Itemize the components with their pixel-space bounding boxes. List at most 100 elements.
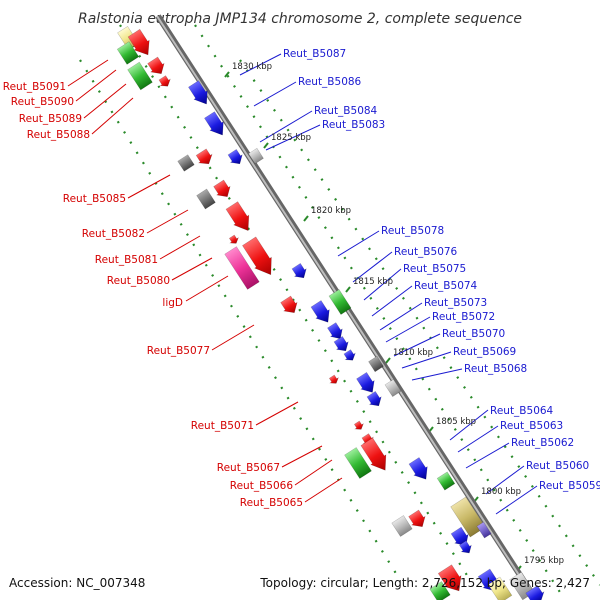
gene-label-reut-b5059[interactable]: Reut_B5059	[539, 480, 600, 492]
dotted-guide-2	[194, 24, 566, 600]
leader-line-31	[485, 465, 525, 495]
scale-tick-1	[224, 71, 230, 78]
gene-feature-17	[224, 246, 260, 290]
gene-label-reut-b5080[interactable]: Reut_B5080	[107, 275, 170, 287]
leader-line-14	[304, 477, 343, 503]
gene-label-reut-b5090[interactable]: Reut_B5090	[11, 96, 74, 108]
gene-label-reut-b5073[interactable]: Reut_B5073	[424, 297, 487, 309]
gene-label-reut-b5064[interactable]: Reut_B5064	[490, 405, 554, 417]
gene-label-reut-b5062[interactable]: Reut_B5062	[511, 437, 574, 449]
leader-line-16	[253, 81, 297, 107]
reverse-gene-labels: Reut_B5087 Reut_B5086 Reut_B5084 Reut_B5…	[283, 48, 600, 492]
gene-label-reut-b5087[interactable]: Reut_B5087	[283, 48, 346, 60]
leader-line-20	[352, 251, 393, 283]
gene-label-reut-b5088[interactable]: Reut_B5088	[27, 129, 90, 141]
gene-label-reut-b5086[interactable]: Reut_B5086	[298, 76, 362, 88]
gene-feature-39	[450, 526, 469, 546]
scale-labels: 1830 kbp 1825 kbp 1820 kbp 1815 kbp 1810…	[232, 62, 564, 566]
gene-feature-43	[437, 564, 462, 592]
gene-feature-5	[147, 56, 165, 74]
gene-feature-29	[384, 379, 402, 397]
gene-label-reut-b5075[interactable]: Reut_B5075	[403, 263, 466, 275]
gene-label-reut-b5091[interactable]: Reut_B5091	[3, 81, 66, 93]
gene-label-reut-b5084[interactable]: Reut_B5084	[314, 105, 378, 117]
gene-feature-12	[248, 147, 264, 165]
scale-tick-4	[345, 286, 351, 293]
gene-label-reut-b5067[interactable]: Reut_B5067	[217, 462, 280, 474]
gene-feature-16	[242, 236, 272, 276]
gene-feature-6	[158, 75, 171, 87]
gene-label-reut-b5074[interactable]: Reut_B5074	[414, 280, 478, 292]
leader-line-11	[255, 401, 299, 426]
gene-feature-48	[525, 585, 545, 600]
gene-feature-18	[228, 234, 239, 244]
leader-line-21	[363, 268, 402, 301]
scale-label-1830: 1830 kbp	[232, 62, 272, 72]
leader-line-22	[371, 285, 413, 317]
gene-feature-9	[177, 154, 195, 172]
leader-line-28	[449, 409, 489, 441]
gene-label-reut-b5068[interactable]: Reut_B5068	[464, 363, 527, 375]
gene-label-reut-b5083[interactable]: Reut_B5083	[322, 119, 385, 131]
scale-label-1820: 1820 kbp	[311, 206, 351, 216]
leader-line-15	[239, 53, 282, 76]
leader-line-3	[83, 83, 127, 119]
gene-feature-41	[391, 515, 413, 537]
gene-feature-34	[344, 447, 372, 479]
gene-feature-31	[353, 420, 364, 430]
leader-line-26	[401, 351, 452, 369]
leader-line-23	[379, 302, 423, 331]
gene-feature-38	[476, 521, 492, 539]
gene-label-reut-b5066[interactable]: Reut_B5066	[230, 480, 294, 492]
scale-tick-3	[303, 215, 309, 222]
scale-label-1800: 1800 kbp	[481, 487, 521, 497]
leader-line-9	[185, 275, 229, 302]
gene-label-reut-b5077[interactable]: Reut_B5077	[147, 345, 210, 357]
gene-label-reut-b5060[interactable]: Reut_B5060	[526, 460, 589, 472]
gene-feature-20	[280, 295, 298, 313]
label-leader-lines	[67, 53, 538, 515]
gene-feature-4	[127, 61, 153, 91]
gene-label-reut-b5085[interactable]: Reut_B5085	[63, 193, 126, 205]
accession-text: Accession: NC_007348	[9, 576, 145, 590]
gene-label-ligd[interactable]: ligD	[162, 297, 183, 309]
leader-line-24	[385, 316, 431, 343]
gene-label-reut-b5089[interactable]: Reut_B5089	[19, 113, 82, 125]
leader-line-13	[294, 459, 333, 486]
leader-line-30	[465, 442, 510, 469]
gene-feature-33	[360, 437, 387, 471]
gene-label-reut-b5065[interactable]: Reut_B5065	[240, 497, 303, 509]
gene-feature-28	[366, 391, 382, 407]
gene-feature-30	[328, 374, 339, 384]
gene-label-reut-b5070[interactable]: Reut_B5070	[442, 328, 505, 340]
leader-line-7	[159, 235, 201, 260]
gene-feature-23	[327, 322, 343, 340]
gene-feature-42	[408, 509, 426, 527]
gene-feature-25	[343, 349, 356, 361]
gene-feature-10	[195, 148, 213, 165]
forward-gene-labels: Reut_B5091 Reut_B5090 Reut_B5089 Reut_B5…	[3, 81, 303, 509]
gene-label-reut-b5081[interactable]: Reut_B5081	[95, 254, 158, 266]
leader-line-32	[495, 485, 538, 515]
leader-line-18	[265, 124, 321, 151]
leader-line-12	[281, 445, 323, 468]
scale-label-1810: 1810 kbp	[393, 348, 433, 358]
leader-line-8	[171, 257, 213, 281]
gene-label-reut-b5082[interactable]: Reut_B5082	[82, 228, 145, 240]
gene-label-reut-b5063[interactable]: Reut_B5063	[500, 420, 563, 432]
gene-feature-19	[291, 263, 307, 279]
gene-label-reut-b5072[interactable]: Reut_B5072	[432, 311, 495, 323]
gene-label-reut-b5076[interactable]: Reut_B5076	[394, 246, 458, 258]
scale-label-1805: 1805 kbp	[436, 417, 476, 427]
leader-line-10	[211, 324, 255, 351]
leader-line-1	[67, 59, 109, 87]
gene-feature-3	[116, 41, 140, 65]
scale-tick-2	[263, 142, 269, 149]
gene-features	[116, 25, 545, 600]
gene-label-reut-b5078[interactable]: Reut_B5078	[381, 225, 444, 237]
gene-label-reut-b5069[interactable]: Reut_B5069	[453, 346, 516, 358]
leader-line-5	[127, 174, 171, 199]
gene-label-reut-b5071[interactable]: Reut_B5071	[191, 420, 254, 432]
gene-feature-37	[450, 496, 486, 538]
